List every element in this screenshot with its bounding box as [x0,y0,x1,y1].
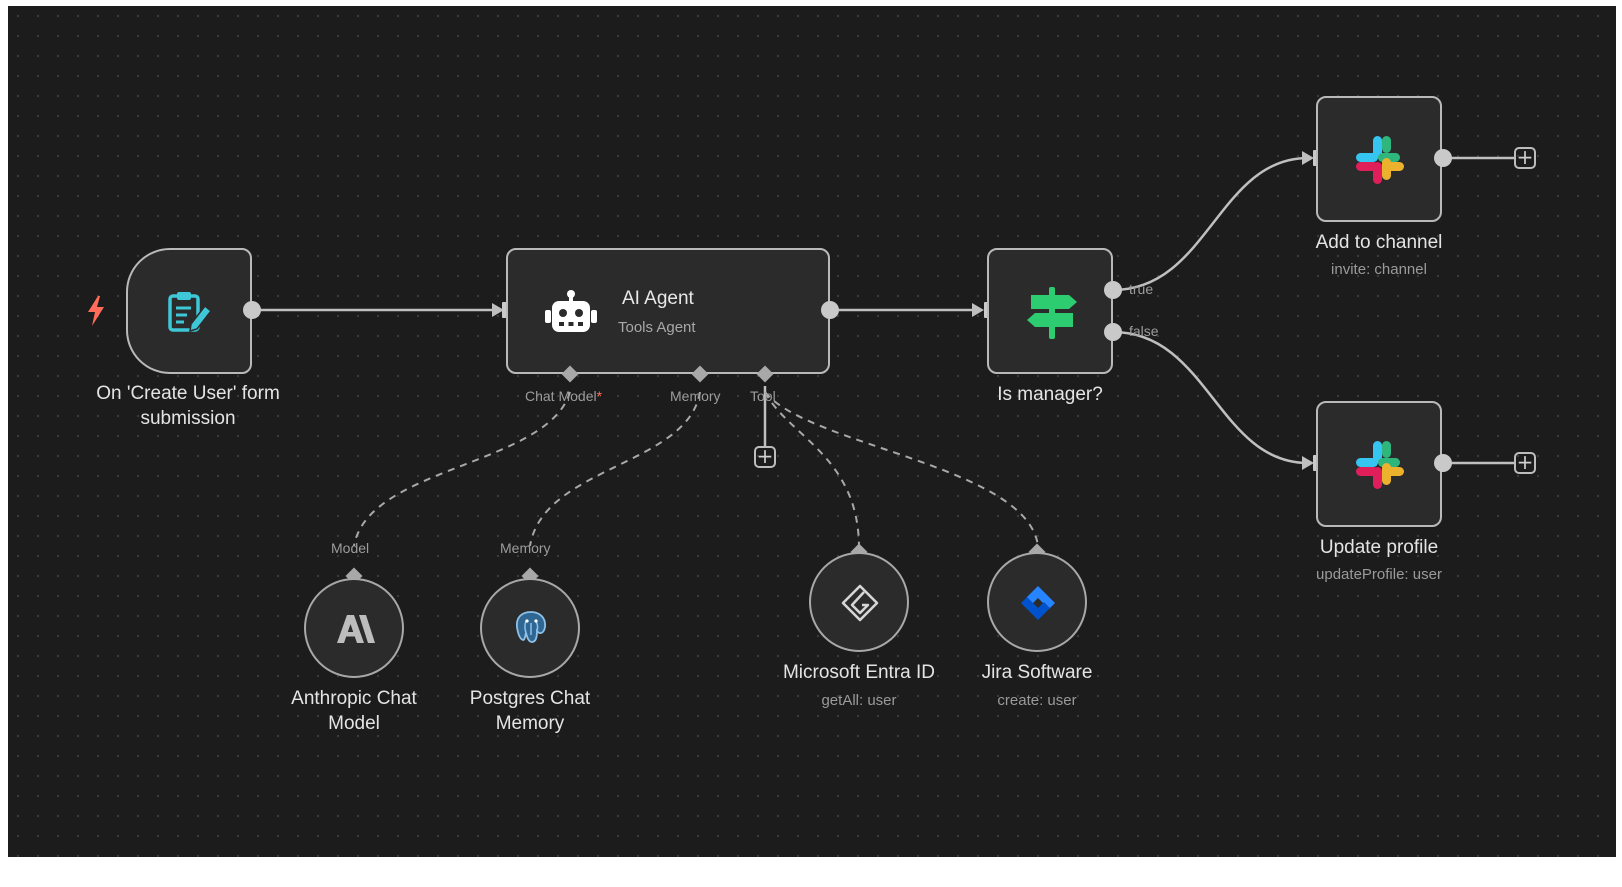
agent-title: AI Agent [622,288,694,309]
true-branch-label: true [1129,281,1154,297]
arrowhead-update-profile-in [1302,456,1314,470]
ai-agent-node[interactable]: AI Agent Tools Agent [506,248,830,374]
arrowhead-add-channel-in [1302,151,1314,165]
workflow-canvas[interactable]: On 'Create User' form submission AI Agen… [8,6,1616,857]
if-false-output-handle[interactable] [1104,323,1122,341]
jira-icon [1021,586,1055,620]
jira-label: Jira Software [981,662,1093,683]
connection-tool-jira-dashed [764,391,1039,547]
connection-chat-model-dashed [353,391,571,547]
if-true-output-handle[interactable] [1104,281,1122,299]
entra-subtitle: getAll: user [821,692,897,709]
connection-tool-entra-dashed [764,391,860,547]
robot-icon [545,290,597,332]
agent-output-handle[interactable] [821,301,839,319]
entra-id-icon [841,584,879,622]
connection-false-to-update-profile [1112,330,1309,465]
memory-sub-port-label: Memory [500,540,551,556]
form-edit-icon [168,292,213,333]
add-to-channel-label: Add to channel [1315,232,1443,253]
slack-icon [1356,441,1404,489]
postgres-label: Postgres Chat Memory [469,688,591,734]
add-after-add-channel-button[interactable]: + [1514,147,1536,169]
add-tool-button[interactable]: + [754,446,776,468]
chat-model-port-text: Chat Model [525,388,597,404]
false-branch-label: false [1129,323,1159,339]
anthropic-chat-model-node[interactable] [304,578,404,678]
postgres-icon [516,611,546,643]
update-profile-output-handle[interactable] [1434,454,1452,472]
arrowhead-if-in [972,303,984,317]
anthropic-label: Anthropic Chat Model [291,688,417,734]
microsoft-entra-id-node[interactable] [809,552,909,652]
required-mark: * [596,388,603,404]
memory-port-label: Memory [670,388,721,404]
lightning-bolt-icon [88,296,104,326]
update-profile-node[interactable] [1316,401,1442,527]
add-channel-output-handle[interactable] [1434,149,1452,167]
update-profile-subtitle: updateProfile: user [1316,566,1442,583]
tool-port-label: Tool [750,388,776,404]
connection-true-to-add-channel [1112,156,1309,292]
connections-layer [252,151,1514,547]
chat-model-port-label: Chat Model* [525,388,602,404]
agent-subtitle: Tools Agent [618,319,696,336]
add-to-channel-subtitle: invite: channel [1331,261,1427,278]
model-port-label: Model [331,540,370,556]
entra-label: Microsoft Entra ID [782,662,936,683]
form-trigger-node[interactable] [126,248,252,374]
arrowhead-agent-in [492,303,504,317]
update-profile-label: Update profile [1319,537,1439,558]
jira-subtitle: create: user [997,692,1077,709]
signpost-icon [1027,287,1077,339]
add-to-channel-node[interactable] [1316,96,1442,222]
add-after-update-profile-button[interactable]: + [1514,452,1536,474]
trigger-output-handle[interactable] [243,301,261,319]
connection-memory-dashed [529,391,701,547]
anthropic-icon [337,615,375,643]
trigger-label: On 'Create User' form submission [96,383,280,429]
jira-software-node[interactable] [987,552,1087,652]
is-manager-node[interactable] [987,248,1113,374]
is-manager-label: Is manager? [997,384,1103,405]
slack-icon [1356,136,1404,184]
postgres-chat-memory-node[interactable] [480,578,580,678]
